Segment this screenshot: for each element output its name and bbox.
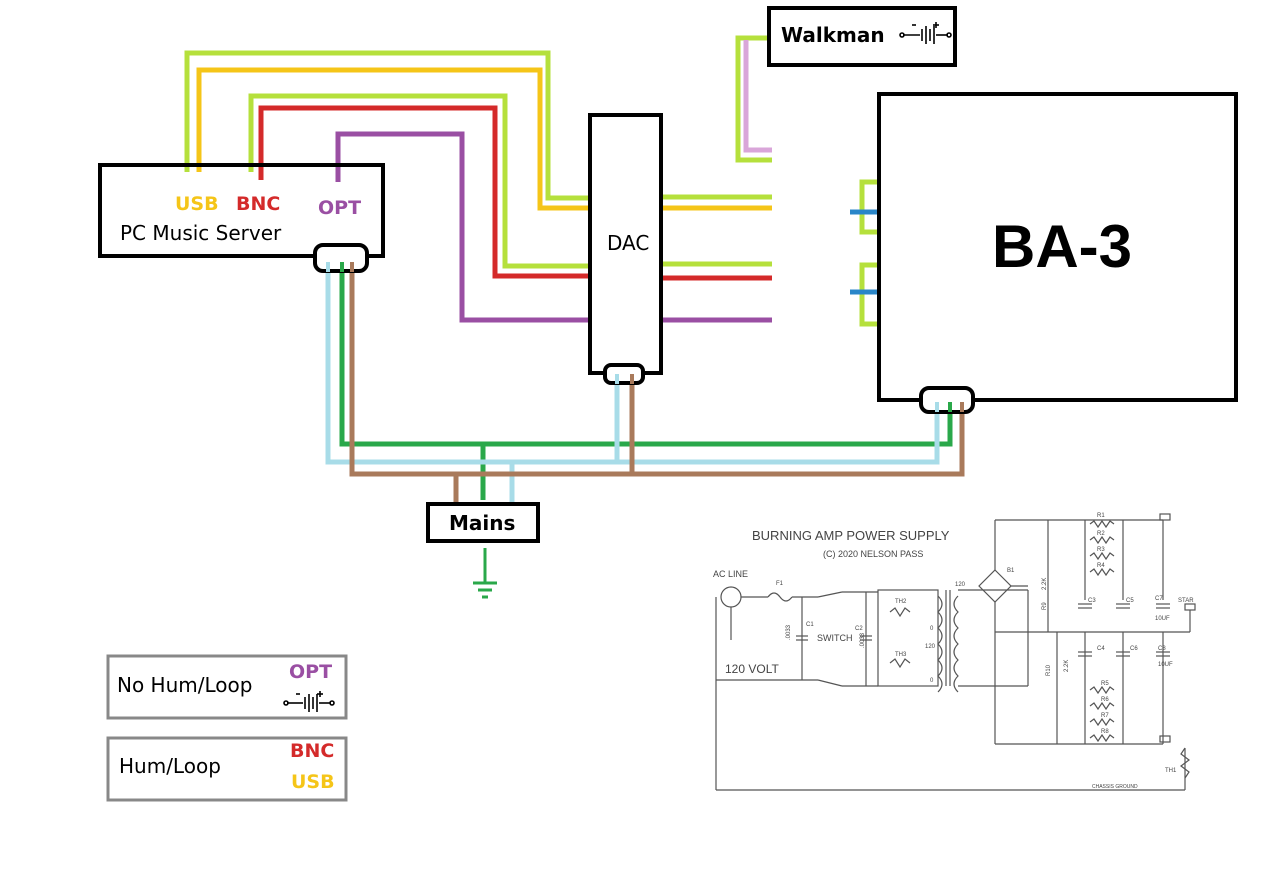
label-r8: R8 bbox=[1101, 729, 1109, 735]
label-c4: C4 bbox=[1097, 646, 1105, 652]
opt-cable bbox=[335, 131, 606, 323]
ba3-box bbox=[877, 92, 1238, 402]
label-r10-val: 2.2K bbox=[1064, 660, 1070, 672]
walkman-label: Walkman bbox=[781, 23, 885, 47]
label-c1-val: .0033 bbox=[786, 624, 792, 640]
pc-music-server-box bbox=[98, 163, 385, 258]
battery-icon bbox=[899, 22, 952, 44]
usb-cable-lime bbox=[184, 50, 600, 201]
label-r9: R9 bbox=[1042, 602, 1048, 610]
label-r4: R4 bbox=[1097, 563, 1105, 569]
label-th1: TH1 bbox=[1165, 768, 1177, 774]
pc-music-server-label: PC Music Server bbox=[120, 221, 282, 245]
ba3-input-1 bbox=[859, 179, 879, 235]
dac-label: DAC bbox=[607, 231, 649, 255]
legend-hum-usb: USB bbox=[291, 771, 335, 793]
label-c7: C7 bbox=[1155, 596, 1163, 602]
mains-label: Mains bbox=[449, 511, 515, 535]
legend-no-hum-box bbox=[106, 654, 348, 720]
live-wire-pc bbox=[349, 260, 965, 477]
label-t-120b: 120 bbox=[925, 644, 936, 650]
legend-hum-label: Hum/Loop bbox=[119, 754, 221, 778]
usb-cable-yellow bbox=[196, 67, 600, 211]
label-r5: R5 bbox=[1101, 681, 1109, 687]
label-f1: F1 bbox=[776, 581, 784, 587]
legend-no-hum-label: No Hum/Loop bbox=[117, 673, 252, 697]
label-r3: R3 bbox=[1097, 547, 1105, 553]
schematic-title: BURNING AMP POWER SUPPLY bbox=[752, 528, 950, 543]
label-r7: R7 bbox=[1101, 713, 1109, 719]
label-c7-val: 10UF bbox=[1155, 616, 1170, 622]
bnc-cable-red bbox=[258, 105, 600, 279]
label-c2: C2 bbox=[855, 626, 863, 632]
legend-hum-box bbox=[106, 736, 348, 802]
ba3-power-socket bbox=[919, 386, 975, 414]
schematic-switch: SWITCH bbox=[817, 633, 853, 643]
label-r1: R1 bbox=[1097, 513, 1105, 519]
dac-power-socket bbox=[603, 363, 645, 385]
label-r6: R6 bbox=[1101, 697, 1109, 703]
bnc-cable-lime bbox=[248, 93, 600, 269]
ground-icon bbox=[473, 548, 497, 599]
label-c3: C3 bbox=[1088, 598, 1096, 604]
opt-label: OPT bbox=[318, 197, 361, 219]
label-c1: C1 bbox=[806, 622, 814, 628]
label-t-0b: 0 bbox=[930, 678, 934, 684]
schematic-ac-line: AC LINE bbox=[713, 569, 748, 579]
label-c8: C8 bbox=[1158, 646, 1166, 652]
schematic-voltage: 120 VOLT bbox=[725, 662, 779, 676]
legend-hum-bnc: BNC bbox=[290, 740, 334, 762]
bnc-label: BNC bbox=[236, 193, 280, 215]
label-th3: TH3 bbox=[895, 652, 907, 658]
power-supply-schematic: BURNING AMP POWER SUPPLY (C) 2020 NELSON… bbox=[713, 513, 1196, 791]
schematic-copyright: (C) 2020 NELSON PASS bbox=[823, 549, 923, 559]
label-c5: C5 bbox=[1126, 598, 1134, 604]
label-star: STAR bbox=[1178, 598, 1194, 604]
label-t-120: 120 bbox=[955, 582, 966, 588]
walkman-cable-lime bbox=[735, 35, 772, 163]
legend-no-hum-opt: OPT bbox=[289, 661, 332, 683]
walkman-box bbox=[767, 6, 957, 67]
label-c2-val: .0033 bbox=[860, 632, 866, 648]
legend-battery-icon bbox=[283, 691, 335, 712]
label-c8-val: 10UF bbox=[1158, 662, 1173, 668]
usb-label: USB bbox=[175, 193, 219, 215]
label-b1: B1 bbox=[1007, 568, 1015, 574]
label-r2: R2 bbox=[1097, 531, 1105, 537]
label-t-0a: 0 bbox=[930, 626, 934, 632]
mains-box bbox=[426, 502, 540, 543]
walkman-cable-pink bbox=[743, 40, 772, 153]
label-r9-val: 2.2K bbox=[1042, 578, 1048, 590]
earth-wire-pc bbox=[339, 260, 953, 447]
label-th2: TH2 bbox=[895, 599, 907, 605]
label-c6: C6 bbox=[1130, 646, 1138, 652]
label-r10: R10 bbox=[1046, 664, 1052, 676]
schematic-chassis-ground: CHASSIS GROUND bbox=[1092, 784, 1138, 790]
ba3-label: BA-3 bbox=[992, 213, 1132, 280]
